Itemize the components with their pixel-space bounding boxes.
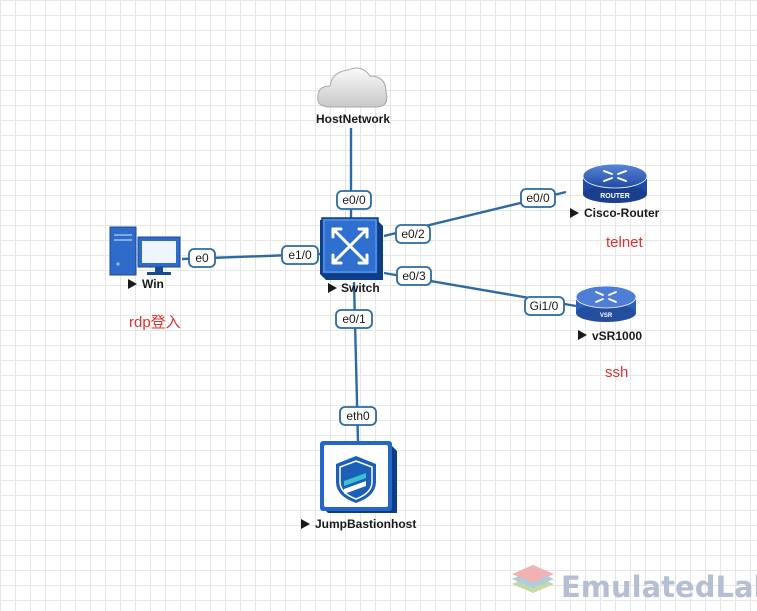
play-icon[interactable]: [578, 330, 587, 340]
svg-text:e1/0: e1/0: [288, 248, 312, 262]
svg-text:eth0: eth0: [346, 409, 370, 423]
node-hostnetwork[interactable]: HostNetwork: [316, 67, 390, 126]
svg-text:e0/0: e0/0: [342, 193, 366, 207]
node-label: Switch: [341, 281, 380, 295]
iface-switch-e1-0[interactable]: e1/0: [281, 245, 319, 265]
interface-badges: e0/0 e0 e1/0 e0/2 e0/0 e0/3 Gi1/0 e0/1: [188, 188, 565, 426]
node-label: HostNetwork: [316, 112, 390, 126]
node-label: Win: [142, 277, 164, 291]
node-label: Cisco-Router: [584, 206, 660, 220]
iface-switch-e0-1[interactable]: e0/1: [335, 309, 373, 329]
node-win[interactable]: Win: [109, 226, 181, 291]
svg-text:e0/3: e0/3: [402, 269, 426, 283]
computer-icon: [109, 226, 181, 276]
router-icon-text: VSR: [600, 313, 613, 319]
iface-switch-e0-2[interactable]: e0/2: [395, 224, 431, 244]
iface-switch-e0-3[interactable]: e0/3: [396, 266, 432, 286]
node-label: vSR1000: [592, 329, 642, 343]
switch-icon: [320, 217, 383, 280]
node-vsr1000[interactable]: VSR vSR1000: [575, 285, 642, 343]
router-icon: ROUTER: [582, 163, 648, 203]
router-icon: VSR: [575, 285, 637, 322]
play-icon[interactable]: [328, 283, 337, 293]
node-switch[interactable]: Switch: [320, 217, 383, 295]
iface-vsr-gi1-0[interactable]: Gi1/0: [524, 296, 565, 316]
iface-router-e0-0[interactable]: e0/0: [520, 188, 556, 208]
iface-win-e0[interactable]: e0: [188, 248, 216, 268]
watermark-text: EmulatedLab: [561, 570, 757, 604]
shield-icon: [320, 441, 397, 513]
cloud-icon: [317, 67, 388, 108]
note-win: rdp登入: [129, 314, 181, 331]
node-label: JumpBastionhost: [315, 517, 416, 531]
watermark: EmulatedLab: [512, 565, 757, 604]
svg-text:e0/2: e0/2: [401, 227, 425, 241]
iface-switch-e0-0[interactable]: e0/0: [336, 190, 372, 210]
node-jumpbastionhost[interactable]: JumpBastionhost: [301, 441, 416, 531]
note-router: telnet: [606, 234, 644, 251]
svg-text:Gi1/0: Gi1/0: [530, 299, 559, 313]
play-icon[interactable]: [570, 208, 579, 218]
layers-icon: [512, 565, 554, 593]
svg-text:e0: e0: [195, 251, 209, 265]
play-icon[interactable]: [301, 519, 310, 529]
router-icon-text: ROUTER: [600, 193, 630, 200]
play-icon[interactable]: [128, 279, 137, 289]
iface-jump-eth0[interactable]: eth0: [339, 406, 377, 426]
svg-text:e0/0: e0/0: [526, 191, 550, 205]
svg-text:e0/1: e0/1: [342, 312, 366, 326]
node-cisco-router[interactable]: ROUTER Cisco-Router: [570, 163, 660, 220]
note-vsr: ssh: [605, 364, 628, 381]
